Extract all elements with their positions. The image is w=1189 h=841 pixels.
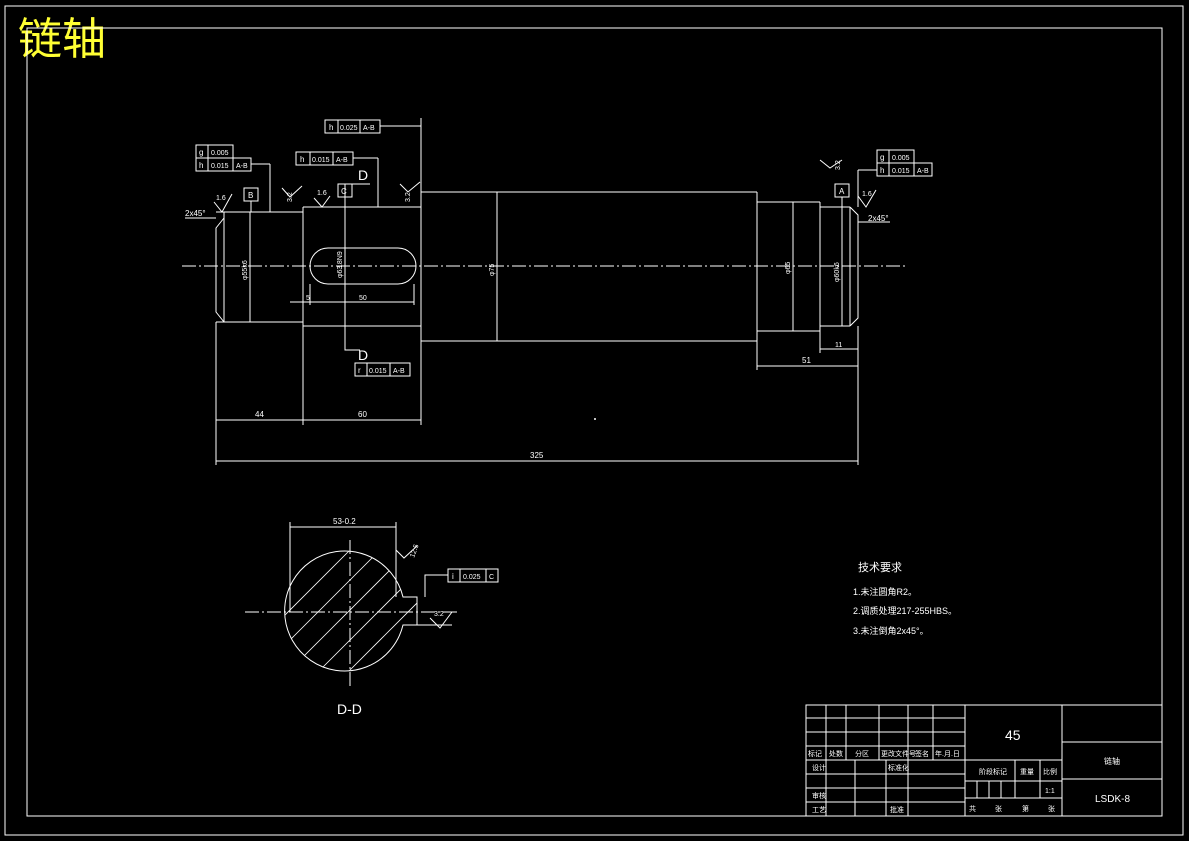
section-label: D-D — [337, 701, 362, 717]
shaft-main-view — [182, 191, 905, 342]
svg-text:签名: 签名 — [915, 749, 929, 758]
fcf-bottom-sym: r — [358, 366, 361, 375]
fcf-section-val: 0.025 — [463, 574, 481, 581]
svg-text:分区: 分区 — [855, 749, 869, 758]
svg-text:C: C — [341, 187, 347, 196]
title-block: 标记 处数 分区 更改文件号 签名 年.月.日 设计 标准化 审核 工艺 批准 … — [805, 704, 1163, 817]
svg-text:1.6: 1.6 — [317, 190, 327, 197]
svg-text:年.月.日: 年.月.日 — [935, 749, 960, 758]
dia-key-text: φ63 — [337, 266, 344, 278]
svg-text:共: 共 — [969, 804, 976, 813]
tech-req-item-1: 1.未注圆角R2。 — [853, 586, 917, 597]
fcf-bottom: r 0.015 A-B — [354, 362, 411, 377]
fcf-left: g 0.005 h 0.015 A-B — [195, 144, 271, 212]
svg-text:处数: 处数 — [829, 749, 843, 758]
svg-text:重量: 重量 — [1020, 768, 1034, 776]
section-cut-marks: D D — [344, 167, 370, 363]
svg-text:1.6: 1.6 — [862, 191, 872, 198]
fcf-right-g-val: 0.005 — [892, 155, 910, 162]
fcf-key: h 0.015 A-B — [295, 151, 379, 207]
svg-text:第: 第 — [1022, 804, 1029, 813]
svg-text:工艺: 工艺 — [812, 806, 826, 814]
section-dd: 53-0.2 i 0.025 C 12.5 3.2 D-D — [245, 517, 499, 717]
svg-text:标准化: 标准化 — [888, 763, 909, 772]
dim-44: 44 — [255, 410, 264, 419]
svg-text:3.2: 3.2 — [405, 192, 412, 202]
fcf-left-g-sym: g — [199, 148, 203, 157]
fcf-right: g 0.005 h 0.015 A-B — [857, 149, 933, 207]
svg-text:标记: 标记 — [808, 749, 822, 758]
svg-text:更改文件号: 更改文件号 — [881, 749, 916, 758]
svg-text:张: 张 — [1048, 804, 1055, 813]
dim-51: 51 — [802, 356, 811, 365]
section-mark-bottom: D — [358, 347, 368, 363]
svg-text:1.6: 1.6 — [216, 195, 226, 202]
dim-325: 325 — [530, 451, 544, 460]
dia-r2-text: φ60k6 — [834, 262, 841, 282]
fcf-right-h-ref: A-B — [917, 168, 929, 175]
datum-a: A — [834, 183, 850, 207]
fcf-key-sym: h — [300, 155, 304, 164]
svg-text:3.2: 3.2 — [287, 192, 294, 202]
tech-req-item-2: 2.调质处理217-255HBS。 — [853, 605, 957, 616]
svg-text:张: 张 — [995, 804, 1002, 813]
fcf-top-val: 0.025 — [340, 125, 358, 132]
drawing-number: LSDK-8 — [1095, 794, 1130, 805]
svg-text:批准: 批准 — [890, 805, 904, 814]
fcf-right-h-sym: h — [880, 166, 884, 175]
material-text: 45 — [1005, 727, 1021, 743]
keyway-depth-dim: 53-0.2 — [333, 517, 356, 526]
fcf-section-sym: i — [452, 572, 454, 581]
svg-text:阶段标记: 阶段标记 — [979, 767, 1007, 776]
dia-mid-text: φ75 — [489, 264, 496, 276]
fcf-key-val: 0.015 — [312, 157, 330, 164]
roughness-symbols: 1.6 3.2 1.6 3.2 3.2 1.6 — [213, 159, 877, 213]
fcf-left-h-sym: h — [199, 161, 203, 170]
svg-text:3.2: 3.2 — [434, 611, 444, 618]
diameter-dims: φ55k6 φ63 18N9 φ75 φ65 φ60k6 — [242, 192, 843, 341]
fcf-top-sym: h — [329, 123, 333, 132]
tech-req-item-3: 3.未注倒角2x45°。 — [853, 625, 929, 636]
chamfer-left: 2x45° — [185, 209, 206, 218]
outer-frame — [4, 5, 1184, 836]
drawing-title: 链轴 — [18, 14, 106, 65]
fcf-key-ref: A-B — [336, 157, 348, 164]
datum-b: B — [243, 187, 259, 212]
tech-requirements: 技术要求 1.未注圆角R2。 2.调质处理217-255HBS。 3.未注倒角2… — [853, 561, 957, 636]
dim-60: 60 — [358, 410, 367, 419]
svg-text:审核: 审核 — [812, 791, 826, 800]
fcf-left-g-val: 0.005 — [211, 150, 229, 157]
fcf-bottom-ref: A-B — [393, 368, 405, 375]
dia-r1-text: φ65 — [785, 262, 792, 274]
fcf-top-ref: A-B — [363, 125, 375, 132]
scale-text: 1:1 — [1045, 788, 1055, 795]
svg-text:设计: 设计 — [812, 763, 826, 772]
fcf-right-g-sym: g — [880, 153, 884, 162]
dim-11: 11 — [835, 342, 842, 349]
fcf-section-ref: C — [489, 574, 494, 581]
chamfer-right: 2x45° — [868, 214, 889, 223]
dim-5: 5 — [306, 295, 310, 302]
part-name-text: 链轴 — [1104, 756, 1120, 766]
dia-left-text: φ55k6 — [242, 260, 249, 280]
dim-50: 50 — [359, 295, 367, 302]
svg-text:A: A — [839, 187, 845, 196]
length-dims: 44 60 325 51 11 5 50 — [215, 284, 859, 465]
fcf-bottom-val: 0.015 — [369, 368, 387, 375]
svg-text:B: B — [248, 191, 253, 200]
key-width-text: 18N9 — [337, 251, 344, 268]
svg-text:12.5: 12.5 — [409, 543, 420, 558]
section-mark-top: D — [358, 167, 368, 183]
tech-req-heading: 技术要求 — [858, 561, 902, 574]
svg-text:3.2: 3.2 — [835, 160, 842, 170]
fcf-left-h-ref: A-B — [236, 163, 248, 170]
fcf-right-h-val: 0.015 — [892, 168, 910, 175]
fcf-top-center: h 0.025 A-B — [324, 118, 422, 192]
inner-frame — [26, 27, 1163, 817]
fcf-left-h-val: 0.015 — [211, 163, 229, 170]
svg-text:比例: 比例 — [1043, 767, 1057, 776]
datum-c: C — [337, 183, 353, 207]
